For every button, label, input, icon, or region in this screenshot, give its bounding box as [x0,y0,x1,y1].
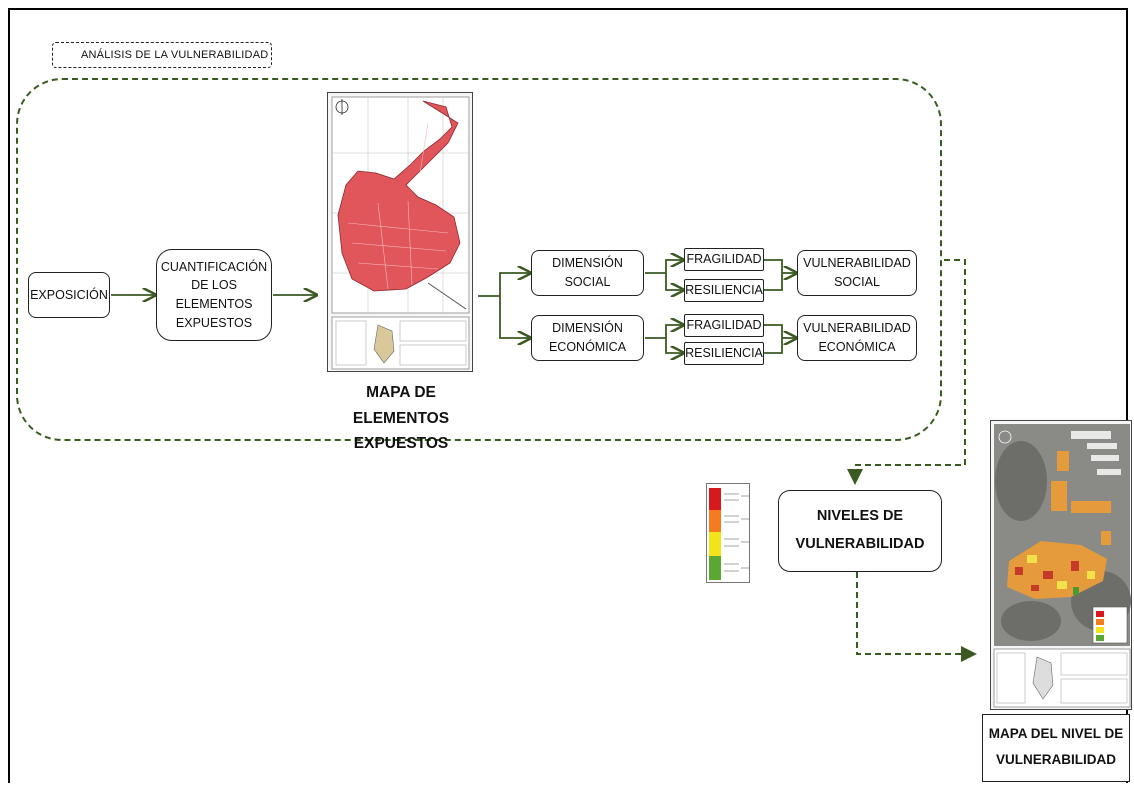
map-nivel-vulnerabilidad [990,420,1132,710]
map-elementos-expuestos [327,92,473,372]
node-resiliencia-economica: RESILIENCIA [684,342,764,365]
vulnerability-legend [706,483,750,583]
node-vulnerabilidad-social: VULNERABILIDAD SOCIAL [797,250,917,296]
node-cuantificacion-label: CUANTIFICACIÓN DE LOS ELEMENTOS EXPUESTO… [160,259,268,330]
caption-mapa-nivel: MAPA DEL NIVEL DE VULNERABILIDAD [982,714,1130,782]
diagram-frame [8,8,1128,783]
line-fragilidad-economica-join [764,324,783,354]
arrow-social-fragilidad [665,260,683,273]
node-dimension-social: DIMENSIÓN SOCIAL [531,250,644,296]
node-fragilidad-economica: FRAGILIDAD [684,314,764,337]
arrow-cluster-niveles [847,259,966,485]
map-nivel-image [993,424,1131,708]
node-fragilidad-social: FRAGILIDAD [684,248,764,271]
node-cuantificacion: CUANTIFICACIÓN DE LOS ELEMENTOS EXPUESTO… [156,249,272,341]
section-label: ANÁLISIS DE LA VULNERABILIDAD [52,42,272,68]
map-elementos-image [331,96,470,370]
arrow-economica-fragilidad [665,325,683,338]
node-vulnerabilidad-economica: VULNERABILIDAD ECONÓMICA [797,315,917,361]
arrow-economica-resiliencia [665,338,683,353]
arrow-branch-social [499,273,530,296]
legend-image [709,488,749,580]
line-fragilidad-social-join [764,259,783,291]
node-dimension-economica: DIMENSIÓN ECONÓMICA [531,315,644,361]
arrow-niveles-mapa-nivel [856,572,977,662]
node-resiliencia-social: RESILIENCIA [684,279,764,302]
arrow-social-resiliencia [665,273,683,290]
caption-mapa-elementos: MAPA DE ELEMENTOS EXPUESTOS [352,384,450,453]
node-exposicion: EXPOSICIÓN [28,272,110,318]
analysis-group-boundary [16,78,942,441]
arrow-branch-economica [499,296,530,338]
node-niveles-vulnerabilidad: NIVELES DE VULNERABILIDAD [778,490,942,572]
